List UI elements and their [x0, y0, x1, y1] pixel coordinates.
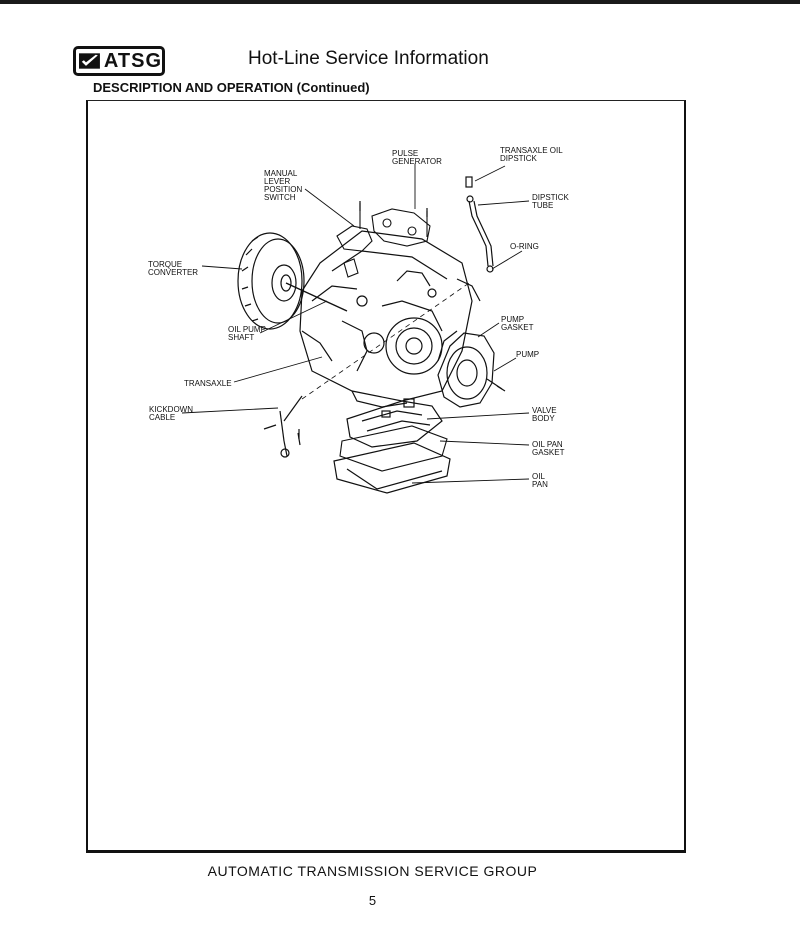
torque-converter [237, 232, 305, 330]
figure-frame: PULSE GENERATOR TRANSAXLE OIL DIPSTICK M… [86, 100, 686, 853]
pump-assembly [437, 330, 503, 408]
logo-text: ATSG [103, 49, 162, 72]
label-oil-pan: OIL PAN [532, 472, 548, 489]
top-border-line [0, 0, 800, 4]
page-title: Hot-Line Service Information [248, 48, 489, 69]
label-manual-lever-position-switch: MANUAL LEVER POSITION SWITCH [264, 169, 304, 202]
valve-body [346, 398, 443, 448]
pulse-generator-switch-assembly [336, 203, 431, 278]
oil-pan [333, 442, 451, 494]
label-pump: PUMP [516, 350, 539, 359]
label-valve-body: VALVE BODY [532, 406, 559, 423]
exploded-transaxle-diagram: PULSE GENERATOR TRANSAXLE OIL DIPSTICK M… [148, 146, 571, 494]
kickdown-cable [263, 395, 303, 458]
transaxle-case [299, 230, 481, 408]
label-kickdown-cable: KICKDOWN CABLE [149, 405, 195, 422]
label-oil-pump-shaft: OIL PUMP SHAFT [228, 325, 268, 342]
label-pump-gasket: PUMP GASKET [501, 315, 534, 332]
label-transaxle: TRANSAXLE [184, 379, 232, 388]
assembly-axis [301, 280, 473, 400]
label-o-ring: O-RING [510, 242, 539, 251]
bolts [298, 201, 506, 439]
atsg-logo: ATSG [73, 46, 165, 76]
page-number: 5 [368, 893, 377, 908]
checkmark-logo-icon [79, 53, 100, 69]
section-heading: DESCRIPTION AND OPERATION (Continued) [93, 80, 370, 95]
dipstick-and-tube [465, 176, 494, 273]
footer-organization: AUTOMATIC TRANSMISSION SERVICE GROUP [207, 863, 538, 879]
label-torque-converter: TORQUE CONVERTER [148, 260, 198, 277]
oil-pump-shaft [285, 282, 348, 312]
label-dipstick-tube: DIPSTICK TUBE [532, 193, 571, 210]
label-pulse-generator: PULSE GENERATOR [392, 149, 442, 166]
label-oil-pan-gasket: OIL PAN GASKET [532, 440, 565, 457]
label-transaxle-oil-dipstick: TRANSAXLE OIL DIPSTICK [500, 146, 565, 163]
oil-pan-gasket [339, 425, 448, 472]
leader-lines [181, 164, 530, 484]
